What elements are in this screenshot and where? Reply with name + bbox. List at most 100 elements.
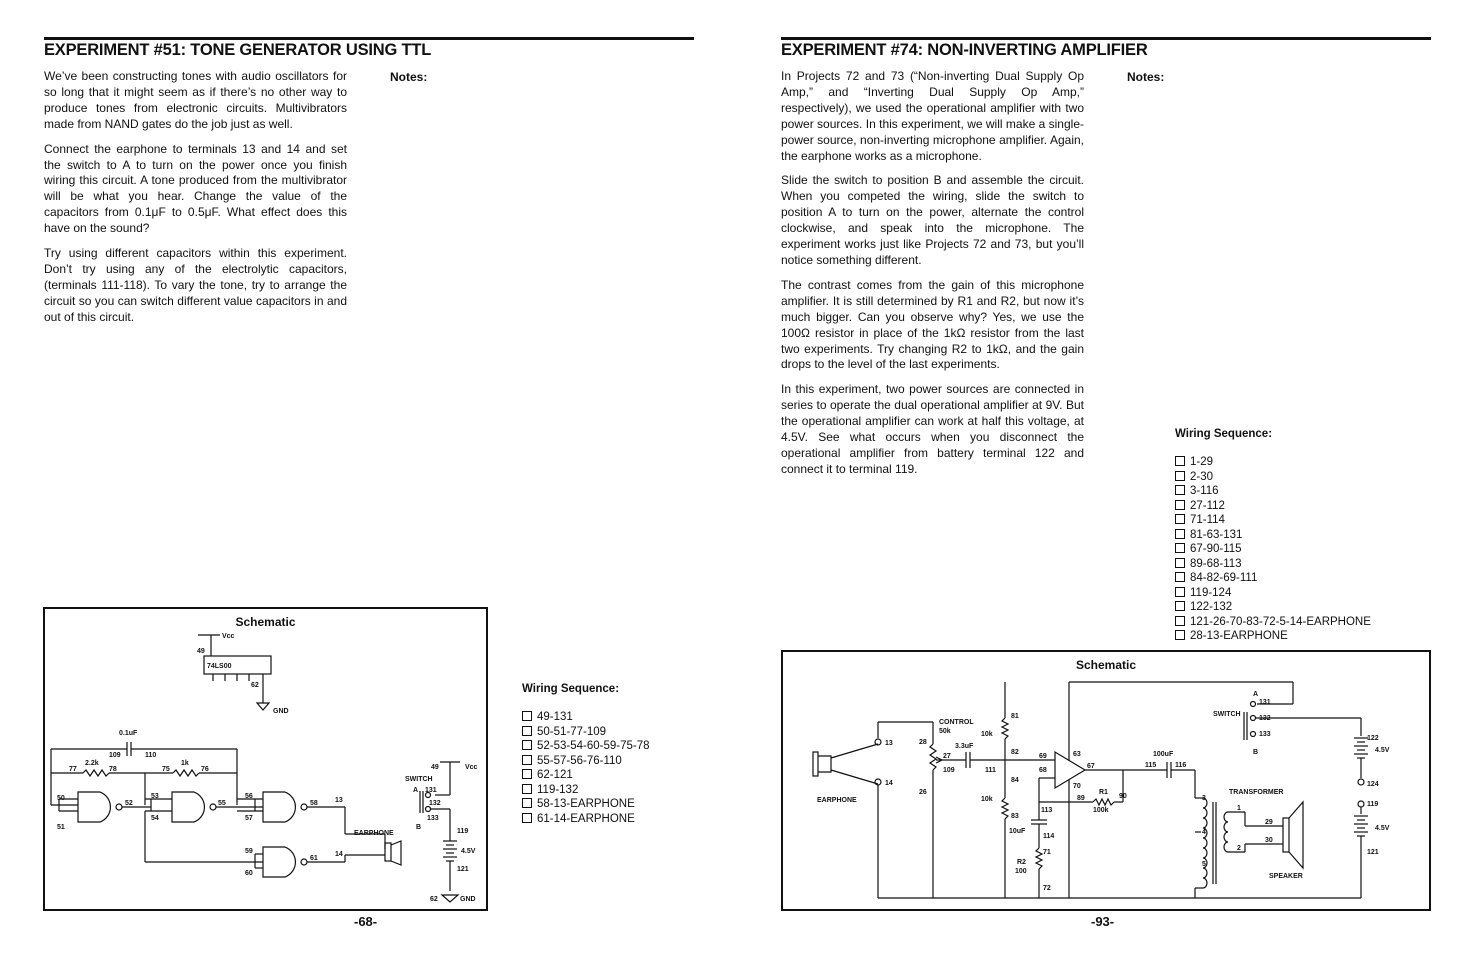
wiring-title: Wiring Sequence: (1175, 428, 1273, 440)
paragraph: In Projects 72 and 73 (“Non-inverting Du… (781, 69, 1084, 163)
checkbox[interactable] (1175, 557, 1185, 568)
checkbox[interactable] (1175, 456, 1185, 466)
wiring-item[interactable]: 61-14-EARPHONE (522, 812, 650, 827)
terminal-72: 72 (1043, 885, 1051, 892)
paragraph: Try using different capacitors within th… (44, 246, 347, 324)
terminal-2: 2 (1237, 845, 1241, 852)
terminal-13: 13 (335, 797, 343, 804)
terminal-14: 14 (335, 851, 343, 858)
earphone-label: EARPHONE (817, 797, 857, 804)
terminal-51: 51 (57, 824, 65, 831)
terminal-5: 5 (1202, 861, 1206, 868)
checkbox[interactable] (522, 783, 532, 794)
wiring-item[interactable]: 2-30 (1175, 470, 1371, 485)
wiring-item[interactable]: 89-68-113 (1175, 557, 1371, 572)
terminal-131: 131 (1259, 699, 1271, 706)
checkbox[interactable] (522, 754, 532, 765)
wiring-item[interactable]: 58-13-EARPHONE (522, 797, 650, 812)
checkbox[interactable] (522, 769, 532, 779)
terminal-56: 56 (245, 793, 253, 800)
wiring-item[interactable]: 71-114 (1175, 513, 1371, 528)
wiring-item[interactable]: 121-26-70-83-72-5-14-EARPHONE (1175, 615, 1371, 630)
checkbox[interactable] (1175, 543, 1185, 553)
checkbox[interactable] (1175, 514, 1185, 524)
checkbox[interactable] (1175, 630, 1185, 640)
terminal-27: 27 (943, 753, 951, 760)
terminal-132: 132 (1259, 715, 1271, 722)
terminal-114: 114 (1043, 833, 1054, 840)
checkbox[interactable] (1175, 586, 1185, 597)
terminal-28: 28 (919, 739, 927, 746)
schematic-box: Schematic (781, 650, 1431, 911)
terminal-89: 89 (1077, 795, 1085, 802)
experiment-title: EXPERIMENT #74: NON-INVERTING AMPLIFIER (781, 41, 1148, 59)
battery-voltage: 4.5V (461, 848, 476, 855)
terminal-109: 109 (109, 752, 121, 759)
checkbox[interactable] (1175, 601, 1185, 611)
schematic-title: Schematic (1075, 658, 1137, 672)
control-value: 50k (939, 728, 951, 735)
checkbox[interactable] (1175, 470, 1185, 481)
experiment-title: EXPERIMENT #51: TONE GENERATOR USING TTL (44, 41, 432, 59)
wiring-item[interactable]: 1-29 (1175, 455, 1371, 470)
wiring-item[interactable]: 3-116 (1175, 484, 1371, 499)
experiment-text: We’ve been constructing tones with audio… (44, 69, 347, 335)
wiring-item[interactable]: 67-90-115 (1175, 542, 1371, 557)
terminal-75: 75 (162, 766, 170, 773)
control-label: CONTROL (939, 719, 974, 726)
r1-value: 100k (1093, 807, 1109, 814)
vcc-label: Vcc (465, 764, 478, 771)
checkbox[interactable] (522, 740, 532, 750)
wiring-list: 49-131 50-51-77-109 52-53-54-60-59-75-78… (522, 710, 650, 826)
checkbox[interactable] (1175, 528, 1185, 539)
speaker-label: SPEAKER (1269, 873, 1303, 880)
wiring-item[interactable]: 27-112 (1175, 499, 1371, 514)
schematic-title: Schematic (235, 615, 296, 629)
checkbox[interactable] (1175, 485, 1185, 495)
paragraph: In this experiment, two power sources ar… (781, 382, 1084, 476)
checkbox[interactable] (522, 711, 532, 721)
terminal-68: 68 (1039, 767, 1047, 774)
terminal-116: 116 (1175, 762, 1186, 769)
wiring-item[interactable]: 52-53-54-60-59-75-78 (522, 739, 650, 754)
checkbox[interactable] (522, 812, 532, 823)
wiring-item[interactable]: 84-82-69-111 (1175, 571, 1371, 586)
wiring-item[interactable]: 50-51-77-109 (522, 725, 650, 740)
earphone-label: EARPHONE (354, 830, 394, 837)
transformer-label: TRANSFORMER (1229, 789, 1283, 796)
terminal-78: 78 (109, 766, 117, 773)
r1-label: R1 (1099, 789, 1108, 796)
page-68: EXPERIMENT #51: TONE GENERATOR USING TTL… (0, 0, 737, 954)
terminal-83: 83 (1011, 813, 1019, 820)
checkbox[interactable] (522, 798, 532, 808)
terminal-71: 71 (1043, 849, 1051, 856)
experiment-text: In Projects 72 and 73 (“Non-inverting Du… (781, 69, 1084, 487)
checkbox[interactable] (1175, 499, 1185, 510)
terminal-133: 133 (427, 815, 439, 822)
r2-value: 100 (1015, 868, 1027, 875)
wiring-item[interactable]: 28-13-EARPHONE (1175, 629, 1371, 644)
terminal-62: 62 (430, 896, 438, 903)
wiring-item[interactable]: 62-121 (522, 768, 650, 783)
wiring-list: 1-29 2-30 3-116 27-112 71-114 81-63-131 … (1175, 455, 1371, 644)
terminal-63: 63 (1073, 751, 1081, 758)
wiring-item[interactable]: 119-124 (1175, 586, 1371, 601)
wiring-item[interactable]: 119-132 (522, 783, 650, 798)
wiring-item[interactable]: 81-63-131 (1175, 528, 1371, 543)
switch-label: SWITCH (1213, 711, 1241, 718)
wiring-item[interactable]: 122-132 (1175, 600, 1371, 615)
terminal-13: 13 (885, 740, 893, 747)
ic-label: 74LS00 (207, 663, 232, 670)
schematic-box: Schematic (43, 607, 488, 911)
cap-value: 3.3uF (955, 743, 974, 750)
wiring-item[interactable]: 55-57-56-76-110 (522, 754, 650, 769)
terminal-4: 4 (1202, 829, 1206, 836)
checkbox[interactable] (1175, 615, 1185, 626)
checkbox[interactable] (522, 725, 532, 736)
checkbox[interactable] (1175, 572, 1185, 582)
wiring-item[interactable]: 49-131 (522, 710, 650, 725)
terminal-62: 62 (251, 682, 259, 689)
page-number: -93- (1091, 914, 1115, 929)
terminal-133: 133 (1259, 731, 1271, 738)
terminal-52: 52 (125, 800, 133, 807)
